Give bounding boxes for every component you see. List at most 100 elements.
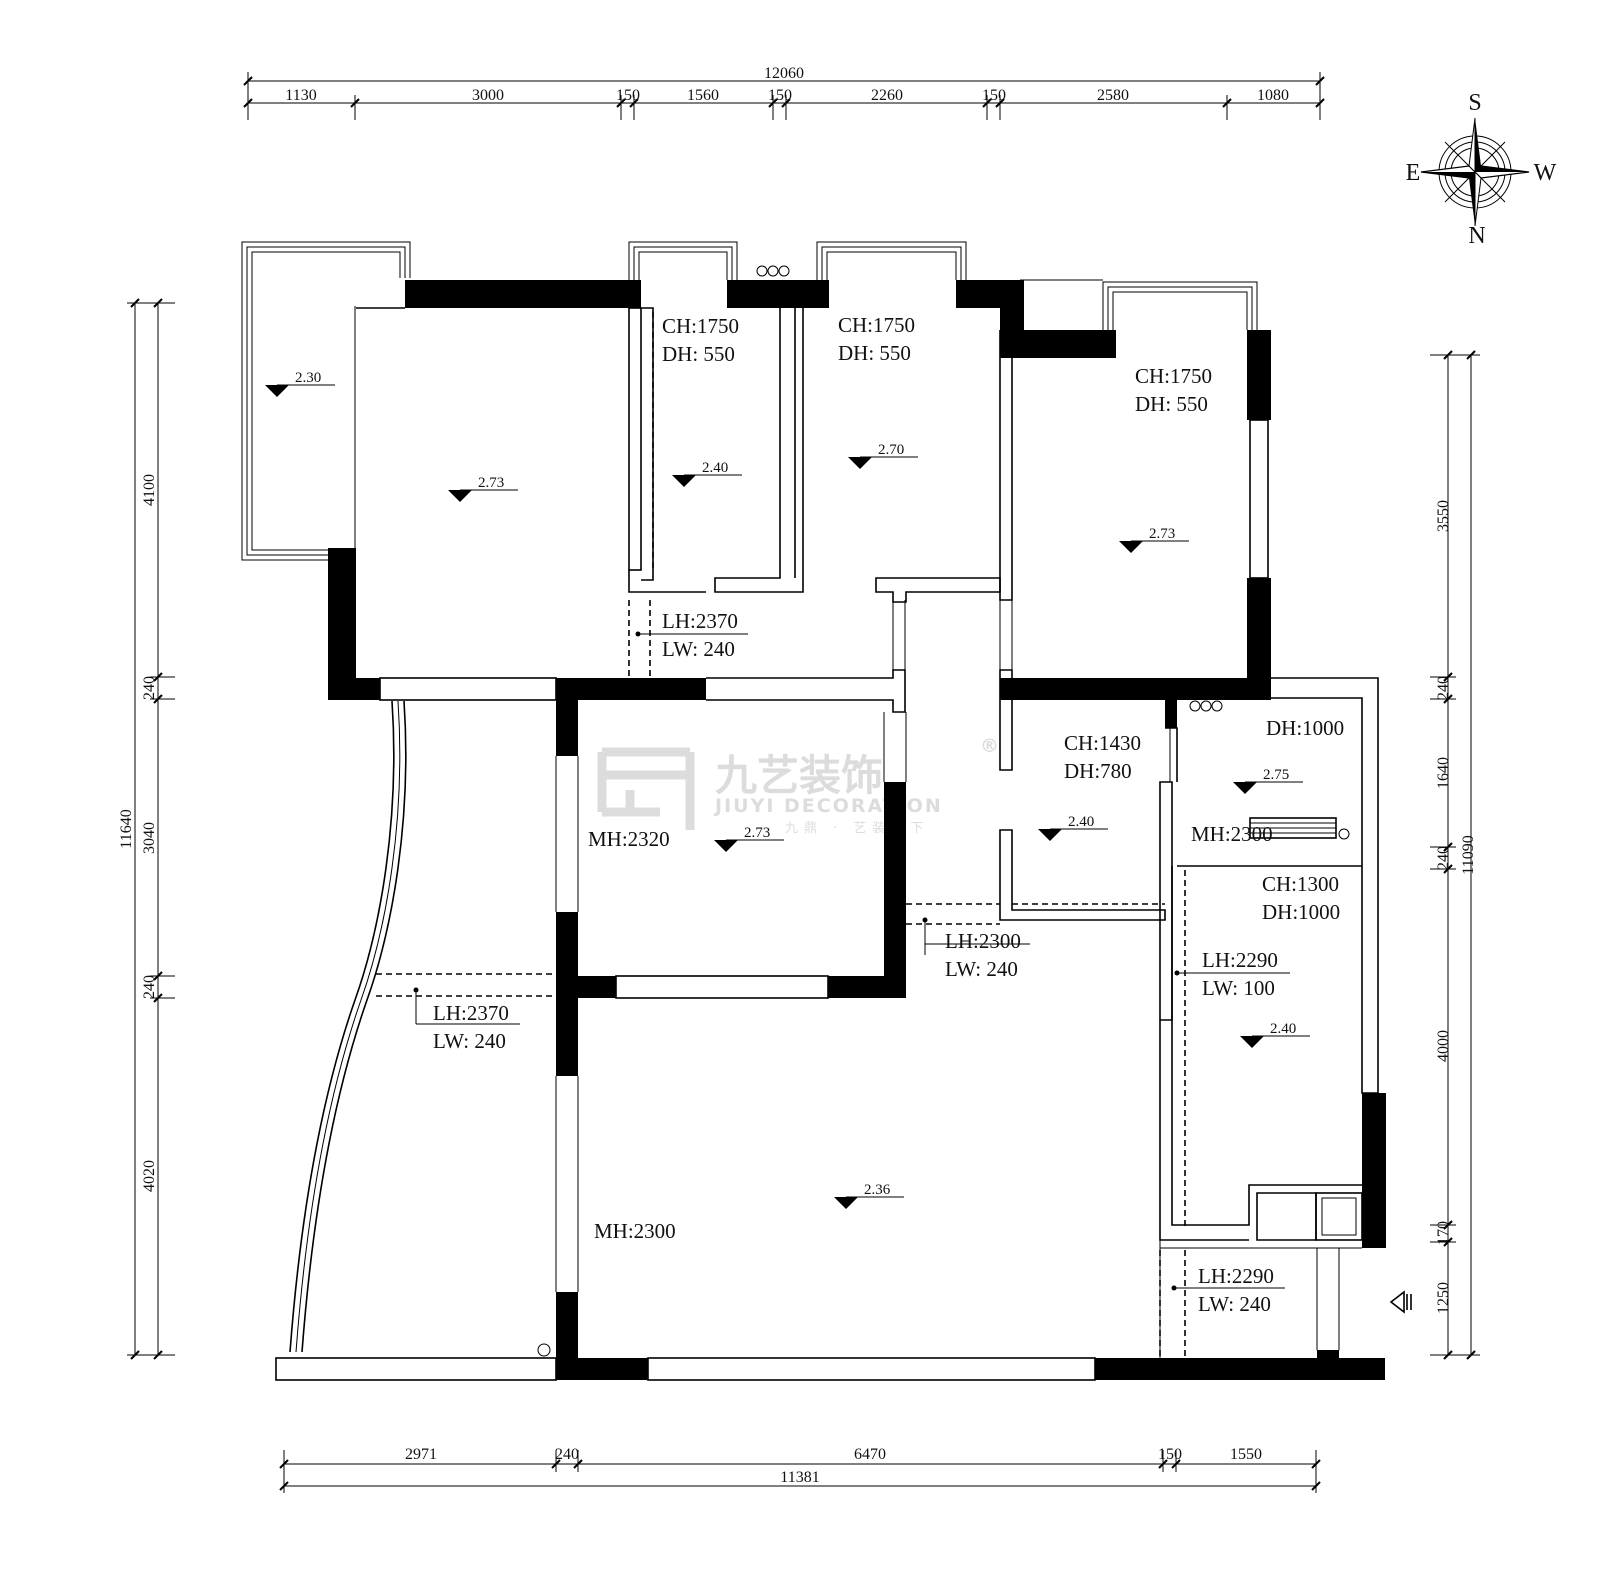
dim-top-seg: 1130 <box>285 87 316 104</box>
dim-right-seg: 240 <box>1435 676 1452 700</box>
level-marker-icon <box>1038 828 1108 841</box>
dim-top-seg: 3000 <box>472 87 504 104</box>
dim-right-seg: 1640 <box>1435 757 1452 789</box>
label-ch-kitchen: CH:1300 <box>1262 872 1339 896</box>
label-lh-corridor: LH:2370 <box>662 609 738 633</box>
level-bedroom-east: 2.73 <box>1149 526 1175 542</box>
level-kitchen: 2.40 <box>1270 1021 1296 1037</box>
beam-lines <box>376 312 1186 1358</box>
label-dh-b: DH: 550 <box>838 341 911 365</box>
label-dh-bath: DH:780 <box>1064 759 1132 783</box>
label-dh-c: DH: 550 <box>1135 392 1208 416</box>
level-marker-icon <box>834 1196 904 1209</box>
label-lh-entry: LH:2290 <box>1198 1264 1274 1288</box>
dim-bottom-seg: 150 <box>1158 1446 1182 1463</box>
dim-left-seg: 240 <box>141 676 158 700</box>
dimension-left: 11640 4100 240 3040 240 4020 <box>118 298 175 1360</box>
level-utility: 2.75 <box>1263 767 1289 783</box>
level-marker-icon <box>848 456 918 469</box>
level-marker-icon <box>448 489 518 502</box>
label-mh-utility: MH:2300 <box>1191 822 1273 846</box>
label-lh-hall: LH:2300 <box>945 929 1021 953</box>
dim-left-seg: 240 <box>141 975 158 999</box>
dim-top-seg: 150 <box>982 87 1006 104</box>
dim-bottom-seg: 1550 <box>1230 1446 1262 1463</box>
watermark-slogan: 九鼎 · 艺装天下 <box>785 821 929 836</box>
level-marker-icon <box>265 384 335 397</box>
level-marker-icon <box>714 839 784 852</box>
label-mh-dining: MH:2320 <box>588 827 670 851</box>
dimension-bottom: 2971 240 6470 150 1550 11381 <box>279 1446 1321 1493</box>
ac-units-icon <box>756 265 1223 712</box>
wall-outlines <box>275 307 1379 1381</box>
level-marker-icon <box>1119 540 1189 553</box>
entry-arrow-icon <box>1389 1290 1412 1314</box>
walls <box>328 280 1386 1380</box>
dim-right-seg: 1250 <box>1435 1282 1452 1314</box>
level-markers: 2.30 2.73 2.40 2.70 2.73 2.73 2.40 2.75 … <box>265 370 1310 1209</box>
label-lw-kitchen: LW: 100 <box>1202 976 1275 1000</box>
dim-top-seg: 1560 <box>687 87 719 104</box>
bay-window-a <box>628 241 738 280</box>
level-dining: 2.73 <box>744 825 770 841</box>
label-lh-kitchen: LH:2290 <box>1202 948 1278 972</box>
dim-bottom-seg: 240 <box>555 1446 579 1463</box>
level-marker-icon <box>1233 781 1303 794</box>
label-lw-hall: LW: 240 <box>945 957 1018 981</box>
dim-bottom-seg: 2971 <box>405 1446 437 1463</box>
bay-window-b <box>816 241 967 280</box>
dim-left-total: 11640 <box>118 809 135 848</box>
label-lh-living: LH:2370 <box>433 1001 509 1025</box>
dim-bottom-seg: 6470 <box>854 1446 886 1463</box>
dim-right-seg: 4000 <box>1435 1030 1452 1062</box>
compass-rose-icon: S E W N <box>1406 90 1557 249</box>
level-bathroom: 2.40 <box>1068 814 1094 830</box>
watermark-logo: 九艺装饰 JIUYI DECORATION 九鼎 · 艺装天下 ® <box>597 735 1001 836</box>
dim-top-seg: 2580 <box>1097 87 1129 104</box>
label-lw-entry: LW: 240 <box>1198 1292 1271 1316</box>
compass-west-label: W <box>1534 160 1557 186</box>
balcony-nw <box>241 241 411 561</box>
level-small-room-a: 2.40 <box>702 460 728 476</box>
dimension-top: 12060 1130 3000 150 1560 150 2260 150 25… <box>243 65 1325 120</box>
dim-top-seg: 150 <box>768 87 792 104</box>
room-labels: CH:1750 DH: 550 CH:1750 DH: 550 CH:1750 … <box>433 313 1344 1316</box>
label-ch-a: CH:1750 <box>662 314 739 338</box>
label-ch-b: CH:1750 <box>838 313 915 337</box>
watermark-latin: JIUYI DECORATION <box>713 795 943 817</box>
label-ch-c: CH:1750 <box>1135 364 1212 388</box>
watermark-mark: ® <box>980 735 1001 757</box>
dim-top-seg: 150 <box>616 87 640 104</box>
watermark-brand: 九艺装饰 <box>715 751 883 800</box>
label-lw-living: LW: 240 <box>433 1029 506 1053</box>
level-balcony-nw: 2.30 <box>295 370 321 386</box>
label-dh-utility: DH:1000 <box>1266 716 1344 740</box>
compass-east-label: E <box>1406 160 1421 186</box>
level-marker-icon <box>672 474 742 487</box>
level-small-room-b: 2.70 <box>878 442 904 458</box>
dim-right-seg: 240 <box>1435 846 1452 870</box>
label-dh-a: DH: 550 <box>662 342 735 366</box>
level-living: 2.36 <box>864 1182 891 1198</box>
label-lw-corridor: LW: 240 <box>662 637 735 661</box>
dim-right-total: 11090 <box>1460 835 1477 874</box>
dim-left-seg: 3040 <box>141 822 158 854</box>
dim-bottom-total: 11381 <box>780 1469 819 1486</box>
dimension-right: 11090 3550 240 1640 240 4000 170 1250 <box>1430 350 1480 1360</box>
leaders <box>413 631 1290 1291</box>
dim-top-seg: 2260 <box>871 87 903 104</box>
label-mh-living: MH:2300 <box>594 1219 676 1243</box>
level-marker-icon <box>1240 1035 1310 1048</box>
level-master-bedroom: 2.73 <box>478 475 504 491</box>
dim-left-seg: 4100 <box>141 474 158 506</box>
dim-top-seg: 1080 <box>1257 87 1289 104</box>
dim-right-seg: 170 <box>1435 1221 1452 1245</box>
balcony-curved <box>289 700 407 1353</box>
dim-top-total: 12060 <box>764 65 804 82</box>
label-dh-kitchen: DH:1000 <box>1262 900 1340 924</box>
label-ch-bath: CH:1430 <box>1064 731 1141 755</box>
compass-north-label: N <box>1468 223 1485 249</box>
dim-right-seg: 3550 <box>1435 500 1452 532</box>
dim-left-seg: 4020 <box>141 1160 158 1192</box>
